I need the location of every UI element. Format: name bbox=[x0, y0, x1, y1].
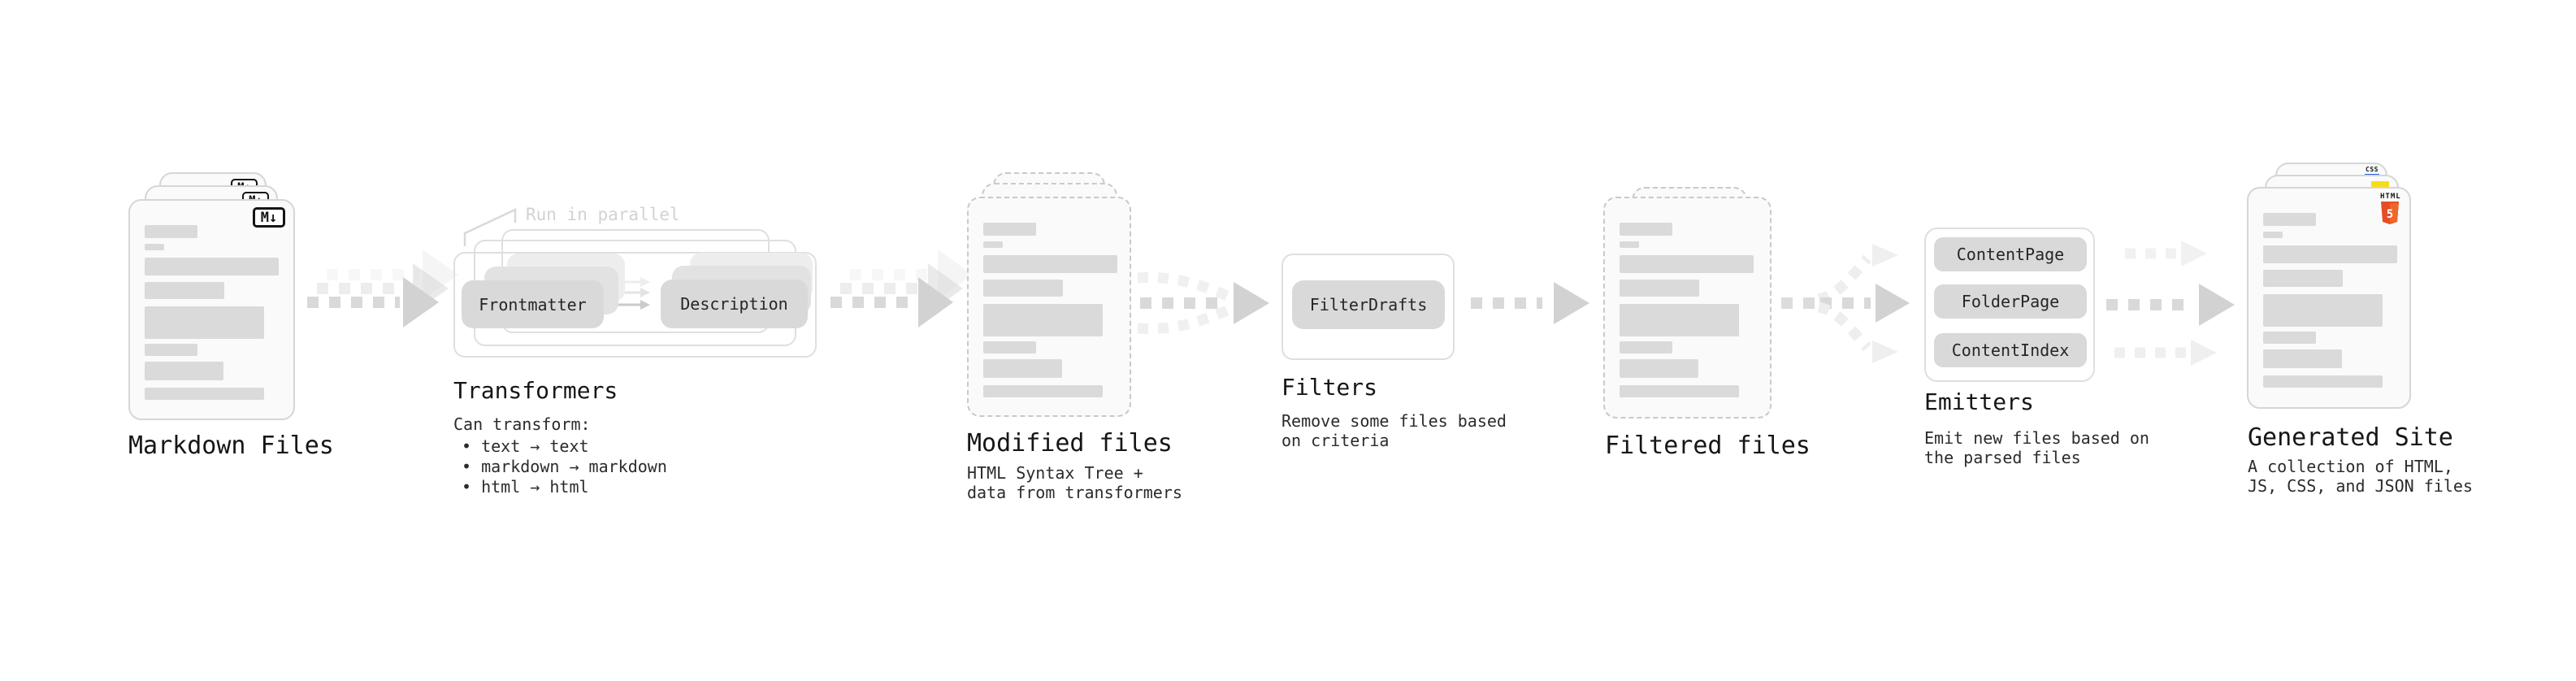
arrow-transformers-to-modified bbox=[830, 249, 973, 327]
placeholder-bar bbox=[983, 255, 1117, 273]
placeholder-bar bbox=[2263, 294, 2383, 327]
emitter-box-contentpage: ContentPage bbox=[1934, 237, 2087, 271]
arrow-emitters-to-generated bbox=[2106, 241, 2235, 366]
placeholder-bar bbox=[2263, 245, 2397, 263]
placeholder-bar bbox=[145, 244, 164, 250]
emitter-box-contentindex: ContentIndex bbox=[1934, 333, 2087, 367]
placeholder-bar bbox=[145, 306, 264, 339]
placeholder-bar bbox=[983, 385, 1103, 397]
placeholder-bar bbox=[2263, 232, 2283, 238]
placeholder-bar bbox=[2263, 349, 2342, 368]
placeholder-bar bbox=[2263, 375, 2383, 388]
filters-desc: Remove some files based on criteria bbox=[1281, 411, 1507, 450]
placeholder-bar bbox=[983, 241, 1003, 248]
stage-label-filtered-files: Filtered files bbox=[1605, 432, 1811, 460]
modified-file-card-front bbox=[967, 197, 1131, 417]
stage-title-filters: Filters bbox=[1281, 374, 1378, 401]
placeholder-bar bbox=[1620, 255, 1754, 273]
placeholder-bar bbox=[145, 362, 223, 380]
html5-icon: HTML 5 bbox=[2380, 193, 2400, 228]
placeholder-bar bbox=[1620, 280, 1699, 297]
arrow-filtered-to-emitters bbox=[1781, 244, 1910, 363]
generated-file-card-html: HTML 5 bbox=[2247, 187, 2411, 409]
run-in-parallel-note: Run in parallel bbox=[526, 205, 680, 224]
placeholder-bar bbox=[983, 341, 1036, 354]
placeholder-bar bbox=[2263, 213, 2316, 226]
placeholder-bar bbox=[983, 280, 1063, 297]
filter-box-filterdrafts: FilterDrafts bbox=[1292, 280, 1445, 329]
transformers-desc-heading: Can transform: bbox=[453, 414, 591, 434]
stage-label-markdown-files: Markdown Files bbox=[128, 432, 334, 460]
placeholder-bar bbox=[983, 223, 1036, 236]
placeholder-bar bbox=[145, 258, 279, 275]
placeholder-bar bbox=[983, 304, 1103, 336]
bullet-item: • text → text bbox=[462, 436, 589, 456]
placeholder-bar bbox=[1620, 359, 1698, 378]
transformers-bullet-list: • text → text • markdown → markdown • ht… bbox=[462, 436, 667, 497]
stage-title-transformers: Transformers bbox=[453, 377, 618, 404]
stage-label-generated-site: Generated Site bbox=[2248, 423, 2453, 452]
generated-site-desc: A collection of HTML, JS, CSS, and JSON … bbox=[2248, 457, 2473, 496]
transformer-container-front bbox=[453, 252, 817, 358]
placeholder-bar bbox=[145, 388, 264, 400]
transformer-box-description: Description bbox=[661, 280, 808, 328]
placeholder-bar bbox=[1620, 304, 1739, 336]
placeholder-bar bbox=[145, 344, 197, 356]
filters-container bbox=[1281, 254, 1455, 360]
placeholder-bar bbox=[983, 359, 1062, 378]
bullet-item: • html → html bbox=[462, 477, 589, 497]
modified-files-desc: HTML Syntax Tree + data from transformer… bbox=[967, 463, 1182, 502]
placeholder-bar bbox=[1620, 385, 1739, 397]
arrow-modified-to-filters bbox=[1137, 271, 1269, 335]
placeholder-bar bbox=[145, 282, 224, 299]
svg-text:5: 5 bbox=[2387, 208, 2393, 221]
emitter-box-folderpage: FolderPage bbox=[1934, 284, 2087, 319]
markdown-file-card-front: M↓ bbox=[128, 199, 295, 420]
bullet-item: • markdown → markdown bbox=[462, 457, 667, 476]
markdown-icon: M↓ bbox=[253, 207, 285, 228]
filtered-file-card-front bbox=[1603, 197, 1772, 419]
placeholder-bar bbox=[145, 225, 197, 238]
placeholder-bar bbox=[1620, 241, 1639, 248]
arrow-markdown-to-transformers bbox=[307, 249, 458, 327]
placeholder-bar bbox=[2263, 332, 2316, 344]
emitters-desc: Emit new files based on the parsed files bbox=[1924, 428, 2149, 467]
transformer-box-frontmatter: Frontmatter bbox=[462, 280, 604, 328]
placeholder-bar bbox=[2263, 270, 2343, 287]
placeholder-bar bbox=[1620, 341, 1672, 354]
emitters-container bbox=[1924, 228, 2095, 382]
arrow-filters-to-filtered bbox=[1471, 282, 1589, 324]
stage-label-modified-files: Modified files bbox=[967, 429, 1173, 458]
stage-title-emitters: Emitters bbox=[1924, 388, 2034, 415]
placeholder-bar bbox=[1620, 223, 1672, 236]
